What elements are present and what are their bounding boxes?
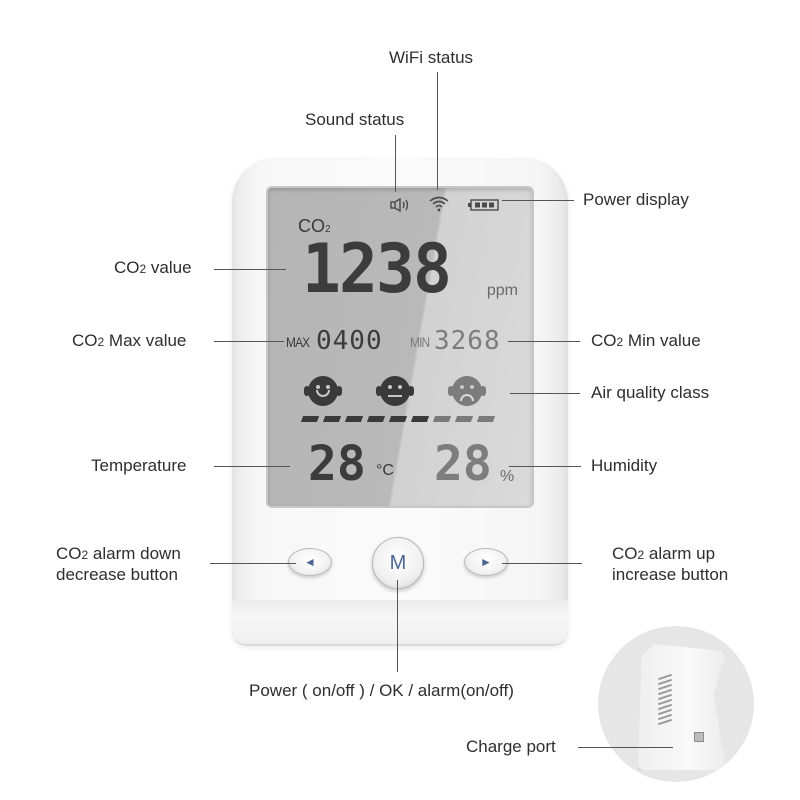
bar-segment <box>344 416 364 422</box>
sad-face-icon <box>448 376 486 406</box>
temperature-callout-line <box>214 466 290 467</box>
alarm-down-label: CO2 alarm down decrease button <box>56 544 181 585</box>
air-quality-callout-line <box>510 393 580 394</box>
subscript-2: 2 <box>97 335 105 349</box>
lcd-screen: CO2 1238 ppm MAX 0400 MIN 3268 28 °C 28 … <box>266 186 534 508</box>
co2-text: CO <box>56 544 82 563</box>
left-arrow-icon: ◄ <box>304 555 316 569</box>
sound-status-label: Sound status <box>305 110 405 129</box>
co2-min-value-label: CO2 Min value <box>591 331 701 352</box>
happy-face-icon <box>304 376 342 406</box>
co2-text: CO <box>114 258 140 277</box>
label-rest: Min value <box>623 331 701 350</box>
co2-label-text: CO <box>298 216 325 236</box>
sound-callout-line <box>395 135 396 192</box>
bar-segment <box>300 416 320 422</box>
wifi-callout-line <box>437 72 438 190</box>
co2-label-subscript: 2 <box>325 224 331 235</box>
m-button-callout-line <box>397 580 398 672</box>
power-callout-line <box>502 200 574 201</box>
m-button-label-callout: Power ( on/off ) / OK / alarm(on/off) <box>249 681 514 700</box>
air-quality-faces <box>304 376 508 410</box>
bar-segment <box>454 416 474 422</box>
air-quality-class-label: Air quality class <box>591 383 710 402</box>
co2-screen-label: CO2 <box>298 216 331 237</box>
subscript-2: 2 <box>81 548 89 562</box>
co2-value-callout-line <box>214 269 286 270</box>
charge-port-callout-line <box>578 747 673 748</box>
bar-segment <box>410 416 430 422</box>
co2-max-value-label: CO2 Max value <box>72 331 186 352</box>
vent-icon <box>658 673 672 726</box>
bar-segment <box>388 416 408 422</box>
alarm-up-line2: increase button <box>612 565 729 584</box>
alarm-up-line1: CO2 alarm up <box>612 544 728 565</box>
co2-text: CO <box>591 331 617 350</box>
air-quality-bar <box>300 416 496 422</box>
charge-port-inset <box>598 626 754 782</box>
min-tag: MIN <box>410 334 430 350</box>
humidity-callout-line <box>509 466 581 467</box>
subscript-2: 2 <box>637 548 645 562</box>
label-rest: alarm up <box>644 544 716 563</box>
temperature-unit: °C <box>376 462 394 479</box>
subscript-2: 2 <box>139 262 147 276</box>
speaker-icon <box>390 198 409 212</box>
alarm-up-button[interactable]: ► <box>464 548 508 576</box>
power-display-label: Power display <box>583 190 689 209</box>
bar-segment <box>476 416 496 422</box>
co2-unit: ppm <box>486 282 518 299</box>
alarm-down-line1: CO2 alarm down <box>56 544 181 565</box>
m-button[interactable]: M <box>372 537 424 589</box>
co2-value-label: CO2 value <box>114 258 192 279</box>
usb-port-icon <box>694 732 704 742</box>
co2-min-display: 3268 <box>434 326 501 356</box>
subscript-2: 2 <box>616 335 624 349</box>
wifi-status-label: WiFi status <box>389 48 474 67</box>
wifi-icon <box>429 196 449 212</box>
battery-icon <box>468 199 499 211</box>
alarm-up-label: CO2 alarm up increase button <box>612 544 728 585</box>
co2-min-callout-line <box>508 341 580 342</box>
humidity-display: 28 <box>434 436 492 492</box>
co2-text: CO <box>72 331 98 350</box>
temperature-label: Temperature <box>91 456 187 475</box>
humidity-unit: % <box>500 468 515 485</box>
device-rear-view <box>638 644 726 770</box>
humidity-label: Humidity <box>591 456 658 475</box>
bar-segment <box>432 416 452 422</box>
alarm-down-callout-line <box>210 563 296 564</box>
alarm-down-line2: decrease button <box>56 565 178 584</box>
label-rest: alarm down <box>88 544 181 563</box>
bar-segment <box>366 416 386 422</box>
temperature-display: 28 <box>308 436 366 492</box>
label-rest: value <box>146 258 192 277</box>
alarm-up-callout-line <box>502 563 582 564</box>
device-base <box>232 600 568 646</box>
charge-port-label: Charge port <box>466 737 556 756</box>
co2-max-callout-line <box>214 341 284 342</box>
m-button-label: M <box>389 551 407 574</box>
co2-value-display: 1238 <box>302 230 452 309</box>
neutral-face-icon <box>376 376 414 406</box>
alarm-down-button[interactable]: ◄ <box>288 548 332 576</box>
label-rest: Max value <box>104 331 187 350</box>
status-icon-row <box>388 196 528 214</box>
co2-text: CO <box>612 544 638 563</box>
right-arrow-icon: ► <box>480 555 492 569</box>
co2-max-display: 0400 <box>316 326 383 356</box>
max-tag: MAX <box>286 334 310 350</box>
bar-segment <box>322 416 342 422</box>
